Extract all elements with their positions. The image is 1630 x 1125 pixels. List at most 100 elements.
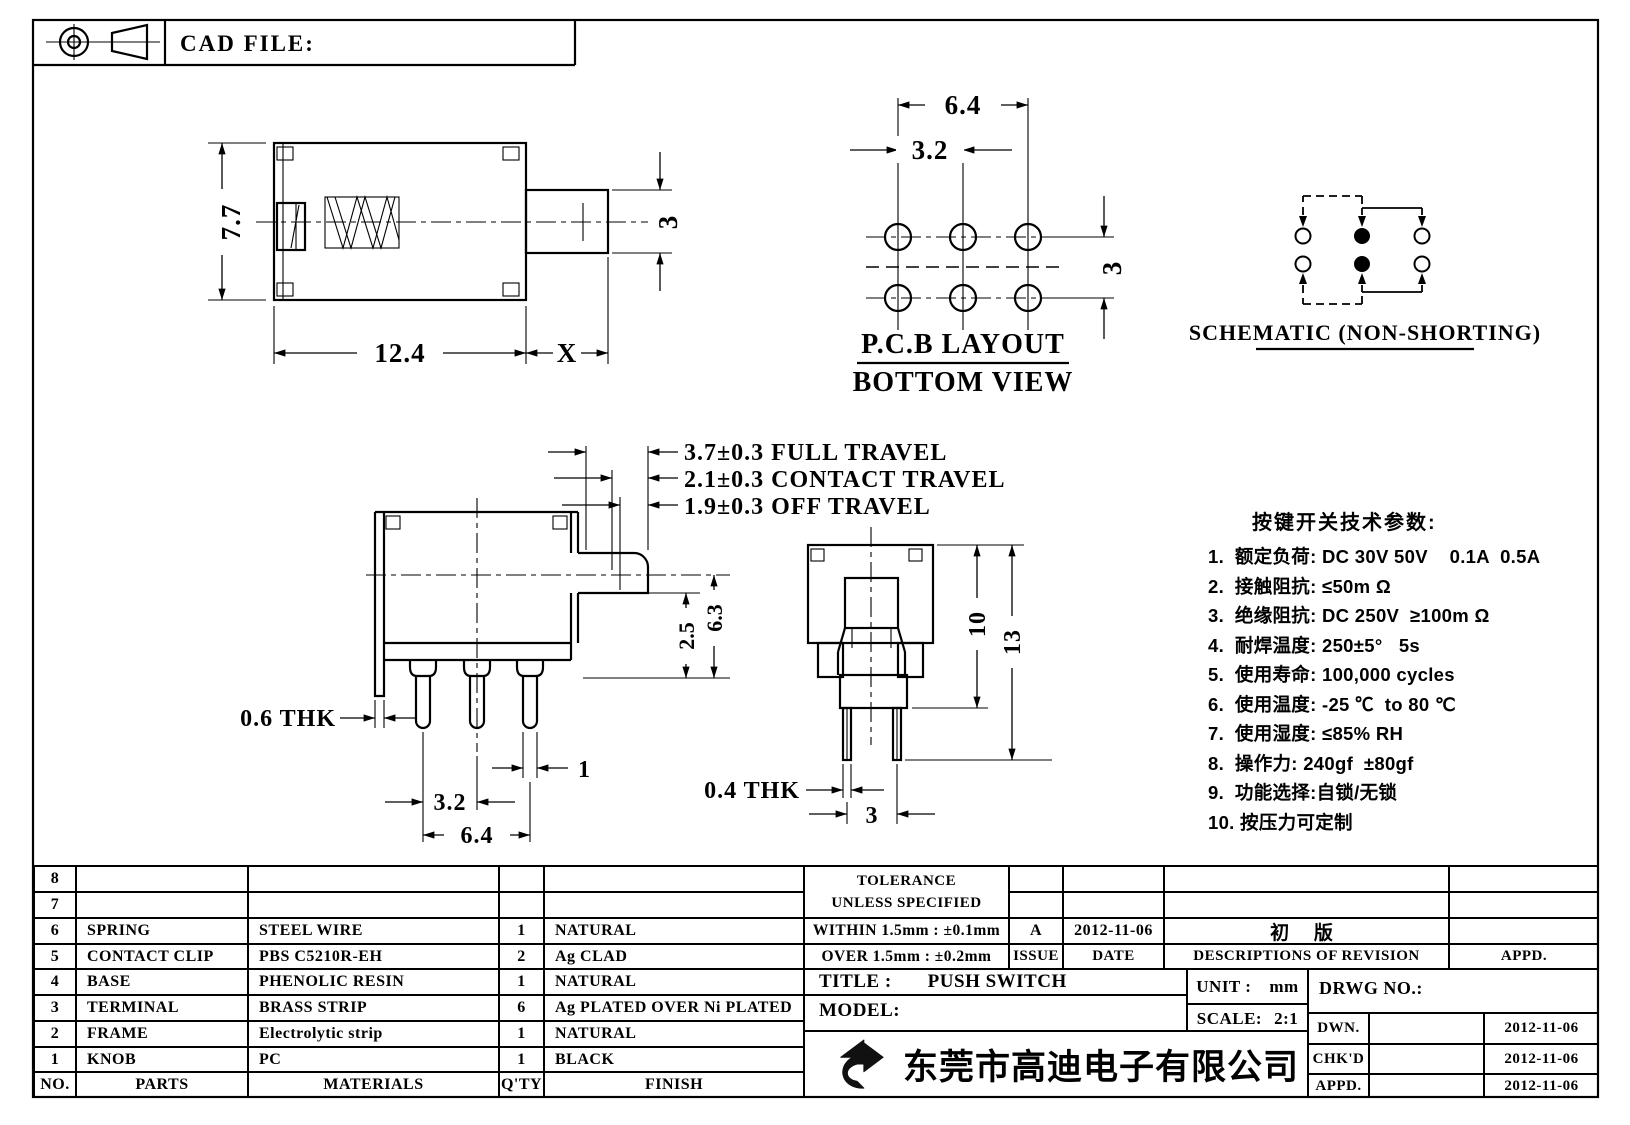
pcb-dim-row-label: 3 bbox=[1097, 261, 1127, 276]
svg-text:3.2: 3.2 bbox=[912, 135, 949, 165]
plunger-front bbox=[578, 551, 650, 595]
parts-header-parts: PARTS bbox=[75, 1071, 247, 1097]
parts-row-finish: Ag PLATED OVER Ni PLATED bbox=[543, 994, 803, 1020]
pcb-hole bbox=[1013, 222, 1043, 252]
tech-params: 按键开关技术参数: 1. 额定负荷: DC 30V 50V 0.1A 0.5A … bbox=[1208, 506, 1598, 837]
parts-row-finish: NATURAL bbox=[543, 1020, 803, 1046]
tolerance-over: OVER 1.5mm : ±0.2mm bbox=[803, 943, 1008, 968]
revision-header-appd: APPD. bbox=[1448, 943, 1598, 968]
parts-row-material: STEEL WIRE bbox=[247, 917, 498, 943]
dim-63-label: 6.3 bbox=[702, 590, 727, 646]
parts-row-finish bbox=[543, 865, 803, 891]
svg-text:3: 3 bbox=[653, 215, 683, 230]
parts-row-no: 4 bbox=[33, 968, 75, 994]
parts-row-material bbox=[247, 891, 498, 917]
tech-param-item: 7. 使用湿度: ≤85% RH bbox=[1208, 723, 1404, 744]
pcb-dim-outer-label: 6.4 bbox=[925, 90, 1001, 120]
dwn-date: 2012-11-06 bbox=[1483, 1012, 1598, 1043]
svg-text:13: 13 bbox=[1000, 629, 1026, 655]
svg-text:7.7: 7.7 bbox=[216, 204, 246, 241]
drwg-no-cell: DRWG NO.: bbox=[1307, 968, 1598, 1012]
model-row: MODEL: bbox=[803, 994, 1186, 1030]
parts-header-materials: MATERIALS bbox=[247, 1071, 498, 1097]
parts-row-no: 8 bbox=[33, 865, 75, 891]
parts-row-qty: 2 bbox=[498, 943, 543, 968]
appd-label: APPD. bbox=[1307, 1073, 1368, 1097]
thk-side-label: 0.4 THK bbox=[704, 778, 800, 804]
title-block: 8 7 6 SPRING STEEL WIRE 1 NATURAL 5 CONT… bbox=[33, 865, 1598, 1097]
tech-param-item: 2. 接触阻抗: ≤50m Ω bbox=[1208, 575, 1391, 597]
terminal-open bbox=[1294, 227, 1312, 245]
parts-row-finish: Ag CLAD bbox=[543, 943, 803, 968]
parts-row-material bbox=[247, 865, 498, 891]
revision-header-description: DESCRIPTIONS OF REVISION bbox=[1163, 943, 1448, 968]
pcb-hole bbox=[948, 283, 978, 313]
off-travel-label: 1.9±0.3 OFF TRAVEL bbox=[684, 494, 931, 520]
unit-value: mm bbox=[1269, 976, 1299, 996]
dwn-signature bbox=[1368, 1012, 1483, 1043]
parts-row-material: PC bbox=[247, 1046, 498, 1071]
schematic-caption: SCHEMATIC (NON-SHORTING) bbox=[1189, 320, 1541, 345]
tech-params-title: 按键开关技术参数: bbox=[1252, 512, 1437, 534]
revision-cell bbox=[1163, 865, 1448, 891]
revision-cell bbox=[1448, 865, 1598, 891]
svg-text:12.4: 12.4 bbox=[374, 338, 425, 368]
terminal-open bbox=[1294, 255, 1312, 273]
parts-row-no: 2 bbox=[33, 1020, 75, 1046]
header-box: CAD FILE: bbox=[33, 20, 577, 67]
svg-text:2.5: 2.5 bbox=[674, 622, 699, 650]
revision-issue: A bbox=[1008, 917, 1062, 943]
tech-param-item: 3. 绝缘阻抗: DC 250V ≥100m Ω bbox=[1208, 605, 1490, 626]
unit-cell: UNIT : mm bbox=[1186, 968, 1307, 1003]
revision-appd bbox=[1448, 917, 1598, 943]
tolerance-within: WITHIN 1.5mm : ±0.1mm bbox=[803, 917, 1008, 943]
parts-row-name: BASE bbox=[75, 968, 247, 994]
tolerance-line1: TOLERANCE bbox=[856, 872, 957, 889]
dim-x-label: X bbox=[553, 338, 581, 368]
model-label: MODEL: bbox=[819, 1000, 901, 1021]
revision-header-issue: ISSUE bbox=[1008, 943, 1062, 968]
revision-cell bbox=[1062, 891, 1163, 917]
scale-label: SCALE: bbox=[1196, 1008, 1263, 1028]
pcb-title: P.C.B LAYOUT bbox=[861, 329, 1065, 360]
parts-row-qty bbox=[498, 865, 543, 891]
parts-row-qty: 1 bbox=[498, 1020, 543, 1046]
title-label: TITLE : bbox=[819, 971, 892, 992]
title-value: PUSH SWITCH bbox=[927, 971, 1067, 992]
tolerance-header: TOLERANCE UNLESS SPECIFIED bbox=[803, 865, 1008, 917]
revision-cell bbox=[1448, 891, 1598, 917]
pcb-hole bbox=[948, 222, 978, 252]
chkd-label: CHK'D bbox=[1307, 1043, 1368, 1073]
side-view: 10 13 0.4 THK 3 bbox=[704, 527, 1052, 829]
svg-text:X: X bbox=[557, 338, 578, 368]
sheet-border bbox=[31, 18, 1600, 1099]
dim-knob-label: 3 bbox=[653, 215, 683, 230]
tech-param-item: 4. 耐焊温度: 250±5° 5s bbox=[1208, 634, 1421, 656]
projection-symbol-icon bbox=[46, 23, 160, 61]
tech-param-item: 9. 功能选择:自锁/无锁 bbox=[1208, 782, 1398, 803]
terminal-common bbox=[1354, 228, 1370, 244]
parts-row-no: 6 bbox=[33, 917, 75, 943]
parts-header-qty: Q'TY bbox=[498, 1071, 543, 1097]
parts-row-material: Electrolytic strip bbox=[247, 1020, 498, 1046]
pin-span-label: 6.4 bbox=[444, 822, 510, 849]
company-cell: 东莞市高迪电子有限公司 bbox=[803, 1030, 1307, 1097]
side-pin-pitch-label: 3 bbox=[866, 803, 879, 829]
pcb-layout-view: 6.4 3.2 3 P.C.B LAYOUT BOTTOM VIEW bbox=[850, 90, 1127, 398]
dim-10-label: 10 bbox=[965, 598, 991, 650]
svg-text:3.2: 3.2 bbox=[434, 790, 467, 816]
parts-row-no: 1 bbox=[33, 1046, 75, 1071]
revision-cell bbox=[1163, 891, 1448, 917]
parts-row-finish: NATURAL bbox=[543, 968, 803, 994]
svg-text:6.3: 6.3 bbox=[702, 604, 727, 632]
unit-label: UNIT : bbox=[1196, 976, 1252, 996]
parts-row-name: KNOB bbox=[75, 1046, 247, 1071]
full-travel-label: 3.7±0.3 FULL TRAVEL bbox=[684, 440, 947, 466]
schematic-view: SCHEMATIC (NON-SHORTING) bbox=[1189, 195, 1541, 351]
terminal-open bbox=[1413, 255, 1431, 273]
parts-row-material: PBS C5210R-EH bbox=[247, 943, 498, 968]
parts-row-finish: BLACK bbox=[543, 1046, 803, 1071]
dim-length-label: 12.4 bbox=[357, 338, 443, 368]
parts-header-finish: FINISH bbox=[543, 1071, 803, 1097]
